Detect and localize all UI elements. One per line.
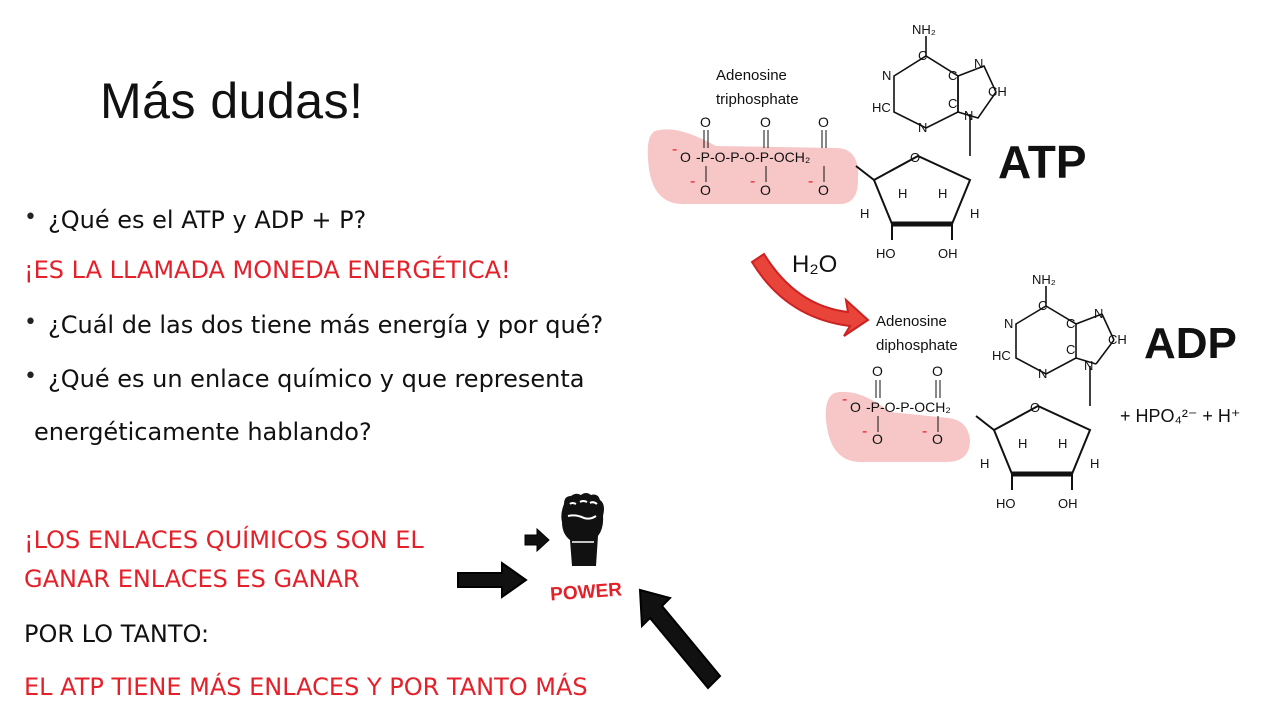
svg-text:N: N — [918, 120, 927, 135]
atp-adp-diagram: Adenosine triphosphate ATP O -P-O-P-O-P-… — [647, 22, 1240, 511]
svg-text:H: H — [938, 186, 947, 201]
adp-ribose — [975, 404, 1092, 490]
svg-text:O: O — [760, 114, 771, 130]
svg-text:N: N — [1004, 316, 1013, 331]
svg-text:O: O — [932, 431, 943, 447]
adp-adenine — [1015, 286, 1115, 406]
svg-text:O: O — [760, 182, 771, 198]
conclusion-atp-more-bonds: EL ATP TIENE MÁS ENLACES Y POR TANTO MÁS — [24, 673, 588, 701]
svg-text:C: C — [948, 68, 957, 83]
svg-text:N: N — [1038, 366, 1047, 381]
question-atp-adp: ¿Qué es el ATP y ADP + P? — [24, 205, 366, 234]
svg-text:N: N — [964, 108, 973, 123]
svg-text:CH: CH — [1108, 332, 1127, 347]
svg-text:H: H — [860, 206, 869, 221]
question-chemical-bond: ¿Qué es un enlace químico y que represen… — [24, 364, 584, 393]
adp-label: ADP — [1144, 319, 1237, 368]
svg-text:-: - — [922, 423, 927, 440]
svg-text:-P-O-P-OCH₂: -P-O-P-OCH₂ — [866, 399, 951, 415]
svg-text:C: C — [1066, 316, 1075, 331]
products-label: + HPO₄²⁻ + H⁺ — [1120, 406, 1240, 426]
svg-text:NH₂: NH₂ — [1032, 272, 1056, 287]
svg-text:OH: OH — [938, 246, 958, 261]
svg-text:O: O — [932, 363, 943, 379]
svg-text:O: O — [872, 431, 883, 447]
svg-text:N: N — [974, 56, 983, 71]
svg-text:NH₂: NH₂ — [912, 22, 936, 37]
svg-text:O: O — [850, 399, 861, 415]
right-arrow-icon — [457, 561, 528, 599]
svg-text:-: - — [672, 141, 677, 158]
atp-label: ATP — [998, 136, 1087, 188]
water-label: H₂O — [792, 251, 837, 278]
svg-text:H: H — [1090, 456, 1099, 471]
svg-text:-: - — [750, 173, 755, 190]
svg-text:O: O — [700, 182, 711, 198]
svg-text:-: - — [690, 173, 695, 190]
svg-text:-P-O-P-O-P-OCH₂: -P-O-P-O-P-OCH₂ — [696, 149, 810, 165]
hydrolysis-arrow — [750, 252, 870, 337]
atp-phosphate-highlight — [647, 129, 858, 205]
question-chemical-bond-cont: energéticamente hablando? — [34, 418, 372, 446]
adp-name-line2: diphosphate — [876, 337, 958, 354]
svg-text:-: - — [808, 173, 813, 190]
svg-text:H: H — [980, 456, 989, 471]
svg-text:-: - — [842, 391, 847, 408]
atp-ribose — [855, 154, 972, 240]
svg-text:POWER: POWER — [550, 579, 623, 605]
svg-text:H: H — [1058, 436, 1067, 451]
svg-text:OH: OH — [1058, 496, 1078, 511]
svg-text:C: C — [948, 96, 957, 111]
atp-name-line1: Adenosine — [716, 67, 787, 84]
svg-text:C: C — [918, 48, 927, 63]
statement-gain-bonds: GANAR ENLACES ES GANAR — [24, 565, 360, 593]
svg-text:-: - — [862, 423, 867, 440]
svg-text:C: C — [1038, 298, 1047, 313]
adp-name-line1: Adenosine — [876, 313, 947, 330]
slide-title: Más dudas! — [100, 73, 364, 129]
power-label: POWER — [550, 579, 623, 605]
svg-text:HC: HC — [992, 348, 1011, 363]
svg-text:H: H — [1018, 436, 1027, 451]
atp-name-line2: triphosphate — [716, 91, 799, 108]
svg-text:N: N — [882, 68, 891, 83]
atp-phosphate-chain: O -P-O-P-O-P-OCH₂ O O O O O O - - - - — [672, 114, 829, 198]
therefore-label: POR LO TANTO: — [24, 620, 210, 648]
svg-text:N: N — [1084, 358, 1093, 373]
svg-text:HO: HO — [996, 496, 1016, 511]
fist-icon — [561, 493, 604, 566]
svg-text:O: O — [700, 114, 711, 130]
small-right-arrow-icon — [524, 528, 550, 552]
svg-text:O: O — [680, 149, 691, 165]
question-which-more-energy: ¿Cuál de las dos tiene más energía y por… — [24, 310, 603, 339]
atp-adenine — [893, 36, 997, 156]
svg-text:H: H — [970, 206, 979, 221]
svg-text:HO: HO — [876, 246, 896, 261]
svg-text:N: N — [1094, 306, 1103, 321]
svg-text:CH: CH — [988, 84, 1007, 99]
svg-text:O: O — [872, 363, 883, 379]
svg-text:H: H — [898, 186, 907, 201]
svg-text:O: O — [910, 150, 920, 165]
svg-text:HC: HC — [872, 100, 891, 115]
svg-text:C: C — [1066, 342, 1075, 357]
svg-text:O: O — [818, 182, 829, 198]
adp-phosphate-highlight — [825, 391, 970, 463]
svg-text:O: O — [1030, 400, 1040, 415]
statement-bonds-are: ¡LOS ENLACES QUÍMICOS SON EL — [24, 526, 424, 554]
svg-text:O: O — [818, 114, 829, 130]
diagonal-arrow-icon — [638, 588, 722, 690]
answer-energy-currency: ¡ES LA LLAMADA MONEDA ENERGÉTICA! — [24, 256, 511, 284]
